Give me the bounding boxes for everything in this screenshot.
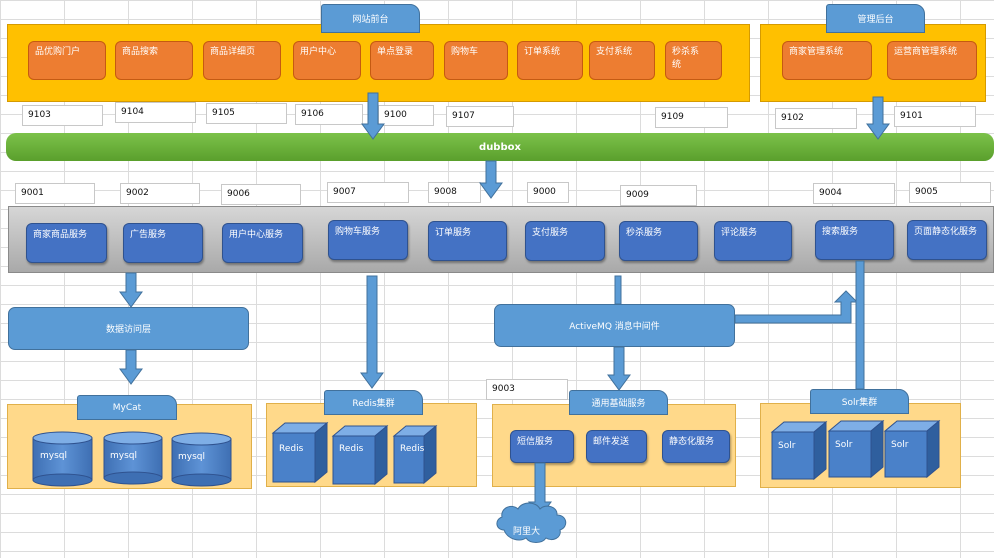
service-order: 订单服务 bbox=[428, 221, 507, 261]
port-label: 9006 bbox=[221, 184, 301, 205]
arrow-icon bbox=[734, 290, 859, 324]
port-label: 9102 bbox=[775, 108, 857, 129]
redis-node-label: Redis bbox=[339, 444, 364, 454]
common-item-static: 静态化服务 bbox=[662, 430, 730, 463]
arrow-icon bbox=[361, 92, 385, 140]
frontend-item-detail: 商品详细页 bbox=[203, 41, 281, 80]
frontend-item-order: 订单系统 bbox=[517, 41, 583, 80]
arrow-icon bbox=[614, 275, 622, 305]
dubbox-bar: dubbox bbox=[6, 133, 994, 161]
backend-item-operator: 运营商管理系统 bbox=[887, 41, 977, 80]
port-label: 9008 bbox=[428, 182, 481, 203]
port-label: 9105 bbox=[206, 103, 287, 124]
frontend-item-portal: 品优购门户 bbox=[28, 41, 106, 80]
solr-node-label: Solr bbox=[778, 441, 796, 451]
mysql-icon bbox=[32, 431, 93, 487]
arrow-icon bbox=[119, 349, 143, 385]
service-seller-goods: 商家商品服务 bbox=[26, 223, 107, 263]
arrow-icon bbox=[360, 275, 384, 389]
port-label: 9000 bbox=[527, 182, 569, 203]
port-label: 9106 bbox=[295, 104, 363, 125]
service-seckill: 秒杀服务 bbox=[619, 221, 698, 261]
service-search: 搜索服务 bbox=[815, 220, 894, 260]
service-page-static: 页面静态化服务 bbox=[907, 220, 987, 260]
port-label: 9103 bbox=[22, 105, 103, 126]
redis-title: Redis集群 bbox=[324, 390, 423, 415]
mysql-label: mysql bbox=[40, 451, 67, 461]
frontend-item-search: 商品搜索 bbox=[115, 41, 193, 80]
port-label: 9107 bbox=[446, 106, 514, 127]
solr-node-icon bbox=[770, 420, 828, 481]
port-label: 9002 bbox=[120, 183, 200, 204]
mysql-icon bbox=[103, 431, 163, 485]
mysql-label: mysql bbox=[178, 452, 205, 462]
port-label: 9109 bbox=[655, 107, 728, 128]
frontend-item-user: 用户中心 bbox=[293, 41, 361, 80]
frontend-item-cart: 购物车 bbox=[444, 41, 508, 80]
arrow-icon bbox=[607, 346, 631, 391]
data-access-layer: 数据访问层 bbox=[8, 307, 249, 350]
common-title: 通用基础服务 bbox=[569, 390, 668, 415]
redis-node-icon bbox=[392, 424, 438, 485]
frontend-item-seckill: 秒杀系统 bbox=[665, 41, 722, 80]
port-label: 9007 bbox=[327, 182, 409, 203]
aliyun-label: 阿里大 bbox=[513, 525, 540, 537]
solr-node-icon bbox=[827, 419, 885, 479]
service-user-center: 用户中心服务 bbox=[222, 223, 303, 263]
redis-node-icon bbox=[331, 424, 389, 486]
cloud-icon bbox=[496, 502, 567, 543]
solr-node-label: Solr bbox=[891, 440, 909, 450]
arrow-icon bbox=[855, 260, 865, 390]
port-label: 9004 bbox=[813, 183, 895, 204]
arrow-icon bbox=[866, 96, 890, 140]
port-label: 9009 bbox=[620, 185, 697, 206]
frontend-title: 网站前台 bbox=[321, 4, 420, 33]
solr-node-label: Solr bbox=[835, 440, 853, 450]
backend-item-seller: 商家管理系统 bbox=[782, 41, 872, 80]
mysql-label: mysql bbox=[110, 451, 137, 461]
port-label: 9005 bbox=[909, 182, 991, 203]
port-label: 9001 bbox=[15, 183, 95, 204]
backend-title: 管理后台 bbox=[826, 4, 925, 33]
redis-node-label: Redis bbox=[400, 444, 425, 454]
arrow-icon bbox=[119, 272, 143, 308]
mycat-title: MyCat bbox=[77, 395, 177, 420]
service-pay: 支付服务 bbox=[525, 221, 605, 261]
port-label: 9100 bbox=[378, 105, 434, 126]
redis-node-icon bbox=[271, 421, 329, 484]
service-comment: 评论服务 bbox=[714, 221, 792, 261]
service-ads: 广告服务 bbox=[123, 223, 203, 263]
port-label: 9003 bbox=[486, 379, 568, 400]
solr-node-icon bbox=[883, 419, 941, 479]
service-cart: 购物车服务 bbox=[328, 220, 408, 260]
redis-node-label: Redis bbox=[279, 444, 304, 454]
port-label: 9104 bbox=[115, 102, 196, 123]
common-item-mail: 邮件发送 bbox=[586, 430, 647, 463]
frontend-item-sso: 单点登录 bbox=[370, 41, 434, 80]
frontend-item-pay: 支付系统 bbox=[589, 41, 655, 80]
common-item-sms: 短信服务 bbox=[510, 430, 574, 463]
port-label: 9101 bbox=[894, 106, 976, 127]
mysql-icon bbox=[171, 432, 232, 487]
arrow-icon bbox=[479, 160, 503, 199]
